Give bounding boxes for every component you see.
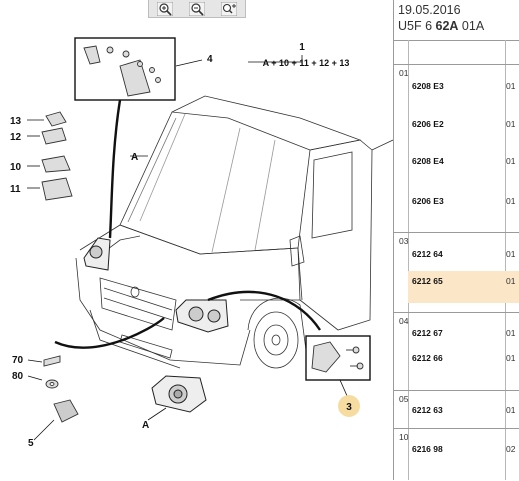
move-arrows-icon <box>221 1 237 16</box>
part-reference: 6208 E4 <box>412 156 444 166</box>
callout-5[interactable]: 5 <box>28 438 34 449</box>
part-reference: 6212 63 <box>412 405 443 415</box>
code-prefix: U5F 6 <box>398 19 436 33</box>
part-quantity: 01 <box>506 353 516 363</box>
part-reference: 6208 E3 <box>412 81 444 91</box>
callout-4[interactable]: 4 <box>207 54 213 65</box>
fog-lamp-drawing <box>151 375 207 413</box>
part-reference: 6212 67 <box>412 328 443 338</box>
list-item[interactable]: 6208 E4 01 <box>408 151 519 173</box>
code-suffix: 01A <box>458 19 485 33</box>
part-reference: 6212 66 <box>412 353 443 363</box>
part-quantity: 01 <box>506 119 516 129</box>
part-quantity: 01 <box>506 276 516 286</box>
callout-10[interactable]: 10 <box>10 162 22 173</box>
van-illustration <box>75 95 393 369</box>
list-item[interactable]: 6206 E2 01 <box>408 114 519 136</box>
part-quantity: 01 <box>506 196 516 206</box>
part-reference: 6216 98 <box>412 444 443 454</box>
group-number: 05 <box>399 394 409 404</box>
callout-labels: 1 A + 10 + 11 + 12 + 13 4 13 12 10 11 70… <box>10 42 352 449</box>
thin-leaders <box>27 55 349 441</box>
headlamp-drawing <box>175 299 229 333</box>
pan-button[interactable] <box>218 1 240 16</box>
part-quantity: 01 <box>506 328 516 338</box>
list-item[interactable]: 6206 E3 01 <box>408 191 519 213</box>
column-divider <box>505 40 506 480</box>
zoom-toolbar <box>148 0 246 18</box>
code-bold: 62A <box>435 19 459 33</box>
header-code: U5F 6 62A 01A <box>398 19 484 33</box>
bulb-holder-drawing <box>83 45 161 97</box>
part-reference: 6206 E2 <box>412 119 444 129</box>
callout-1-sub: A + 10 + 11 + 12 + 13 <box>263 58 350 68</box>
left-headlamp-drawing <box>83 237 111 271</box>
group-number: 03 <box>399 236 409 246</box>
group-number: 04 <box>399 316 409 326</box>
callout-A-headlamp[interactable]: A <box>131 152 138 163</box>
part-quantity: 01 <box>506 81 516 91</box>
callout-1[interactable]: 1 <box>299 42 305 53</box>
screw-washer-drawing <box>43 355 61 389</box>
header-date: 19.05.2016 <box>398 3 461 17</box>
list-item[interactable]: 6212 66 01 <box>408 348 519 370</box>
column-divider <box>408 40 409 480</box>
list-item[interactable]: 6212 63 01 <box>408 400 519 422</box>
parts-diagram[interactable]: 1 A + 10 + 11 + 12 + 13 4 13 12 10 11 70… <box>0 0 393 480</box>
part-quantity: 01 <box>506 156 516 166</box>
group-10: 10 6216 98 02 <box>394 428 519 481</box>
callout-11[interactable]: 11 <box>10 184 21 195</box>
group-number: 10 <box>399 432 409 442</box>
callout-highlight <box>338 395 360 417</box>
connector-drawing <box>53 399 79 423</box>
part-quantity: 01 <box>506 249 516 259</box>
callout-13[interactable]: 13 <box>10 116 22 127</box>
leader-lines <box>54 99 321 349</box>
callout-12[interactable]: 12 <box>10 132 22 143</box>
bracket-drawing <box>311 341 364 373</box>
callout-A-fog[interactable]: A <box>142 420 149 431</box>
list-item-selected[interactable]: 6212 65 01 <box>408 271 519 303</box>
group-05: 05 6212 63 01 <box>394 390 519 427</box>
part-reference: 6212 65 <box>412 276 443 286</box>
part-reference: 6206 E3 <box>412 196 444 206</box>
bulbs-drawing <box>41 111 73 201</box>
group-number: 01 <box>399 68 409 78</box>
callout-80[interactable]: 80 <box>12 371 24 382</box>
panel-header: 19.05.2016 U5F 6 62A 01A <box>394 0 519 41</box>
group-03: 03 6212 64 01 6212 65 01 <box>394 232 519 311</box>
part-reference: 6212 64 <box>412 249 443 259</box>
part-quantity: 02 <box>506 444 516 454</box>
zoom-in-button[interactable] <box>154 1 176 16</box>
callout-70[interactable]: 70 <box>12 355 24 366</box>
zoom-out-icon <box>189 1 205 16</box>
list-item[interactable]: 6208 E3 01 <box>408 76 519 98</box>
part-quantity: 01 <box>506 405 516 415</box>
group-04: 04 6212 67 01 6212 66 01 <box>394 312 519 391</box>
callout-3[interactable]: 3 <box>346 402 352 413</box>
diagram-canvas: 1 A + 10 + 11 + 12 + 13 4 13 12 10 11 70… <box>10 37 393 449</box>
list-item[interactable]: 6216 98 02 <box>408 439 519 461</box>
zoom-out-button[interactable] <box>186 1 208 16</box>
list-item[interactable]: 6212 67 01 <box>408 323 519 345</box>
zoom-in-icon <box>157 1 173 16</box>
list-item[interactable]: 6212 64 01 <box>408 244 519 266</box>
